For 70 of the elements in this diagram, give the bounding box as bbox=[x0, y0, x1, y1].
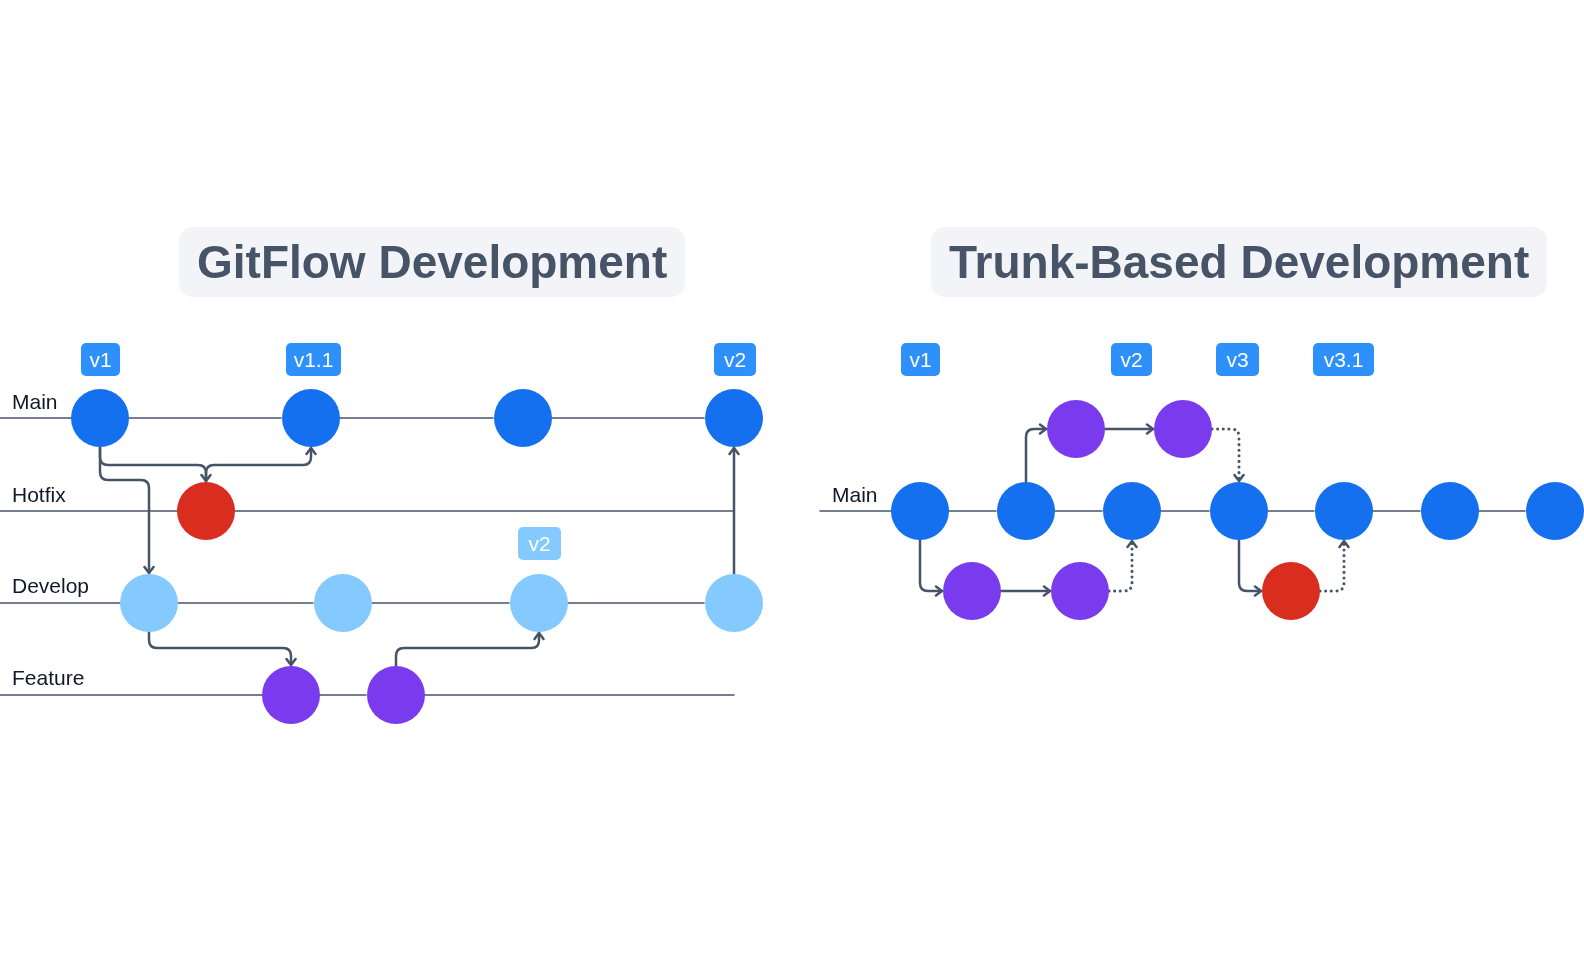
version-tag: v3.1 bbox=[1313, 343, 1374, 376]
commit-circle bbox=[314, 574, 372, 632]
commit-circle bbox=[1262, 562, 1320, 620]
commit-circle bbox=[262, 666, 320, 724]
arrow bbox=[1103, 423, 1155, 435]
arrow bbox=[204, 446, 317, 484]
branch-line bbox=[371, 602, 510, 604]
title-banner: Trunk-Based Development bbox=[931, 227, 1548, 297]
version-tag: v2 bbox=[518, 527, 561, 560]
commit-circle bbox=[1154, 400, 1212, 458]
branch-label: Main bbox=[832, 484, 878, 506]
commit-circle bbox=[997, 482, 1055, 540]
branch-line bbox=[424, 694, 735, 696]
commit-circle bbox=[177, 482, 235, 540]
version-tag: v1 bbox=[901, 343, 940, 376]
branch-line bbox=[1372, 510, 1421, 512]
commit-circle bbox=[943, 562, 1001, 620]
branch-label: Hotfix bbox=[12, 484, 66, 506]
commit-circle bbox=[891, 482, 949, 540]
commit-circle bbox=[71, 389, 129, 447]
branch-line bbox=[1054, 510, 1103, 512]
branch-line bbox=[0, 417, 72, 419]
arrow bbox=[147, 630, 297, 667]
arrow bbox=[1210, 427, 1245, 483]
branch-label: Develop bbox=[12, 575, 90, 597]
commit-circle bbox=[1210, 482, 1268, 540]
commit-circle bbox=[367, 666, 425, 724]
branch-label: Feature bbox=[12, 667, 85, 689]
arrow bbox=[1107, 539, 1138, 593]
branch-line bbox=[0, 602, 121, 604]
title-banner: GitFlow Development bbox=[179, 227, 686, 297]
commit-circle bbox=[282, 389, 340, 447]
branch-line bbox=[1267, 510, 1315, 512]
branch-line bbox=[339, 417, 494, 419]
arrow bbox=[1024, 423, 1048, 484]
version-tag: v1 bbox=[81, 343, 120, 376]
branch-line bbox=[551, 417, 705, 419]
commit-circle bbox=[1315, 482, 1373, 540]
commit-circle bbox=[120, 574, 178, 632]
branch-line bbox=[319, 694, 367, 696]
version-tag: v2 bbox=[714, 343, 756, 376]
branch-line bbox=[234, 510, 735, 512]
arrow bbox=[728, 446, 740, 576]
branch-line bbox=[0, 694, 263, 696]
arrow bbox=[98, 445, 155, 575]
arrow bbox=[1237, 538, 1263, 597]
branch-line bbox=[128, 417, 282, 419]
commit-circle bbox=[1526, 482, 1584, 540]
version-tag: v3 bbox=[1216, 343, 1259, 376]
arrow bbox=[999, 585, 1052, 597]
version-tag: v1.1 bbox=[286, 343, 341, 376]
commit-circle bbox=[494, 389, 552, 447]
commit-circle bbox=[705, 389, 763, 447]
branch-line bbox=[819, 510, 892, 512]
commit-circle bbox=[1103, 482, 1161, 540]
commit-circle bbox=[705, 574, 763, 632]
branch-line bbox=[177, 602, 314, 604]
arrow bbox=[918, 538, 944, 597]
commit-circle bbox=[1051, 562, 1109, 620]
branch-line bbox=[567, 602, 705, 604]
commit-circle bbox=[510, 574, 568, 632]
branch-label: Main bbox=[12, 391, 58, 413]
branch-line bbox=[1478, 510, 1526, 512]
arrow bbox=[1318, 539, 1350, 593]
branch-line bbox=[1160, 510, 1210, 512]
version-tag: v2 bbox=[1111, 343, 1152, 376]
branch-line bbox=[948, 510, 997, 512]
branch-line bbox=[0, 510, 178, 512]
commit-circle bbox=[1421, 482, 1479, 540]
commit-circle bbox=[1047, 400, 1105, 458]
